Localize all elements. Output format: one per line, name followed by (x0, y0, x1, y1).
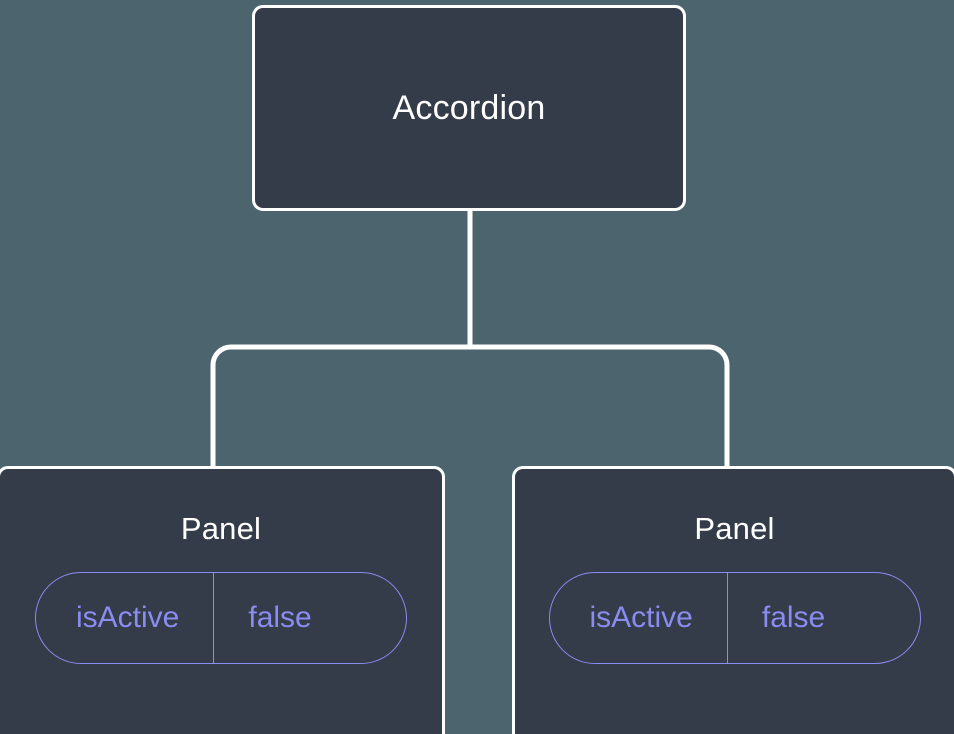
prop-key-isactive: isActive (589, 601, 693, 634)
prop-value-isactive: false (726, 573, 865, 663)
prop-pill-panel-1[interactable]: isActive false (35, 572, 407, 664)
connector-bus-right (470, 344, 730, 468)
node-accordion[interactable]: Accordion (252, 5, 686, 211)
prop-pill-panel-2[interactable]: isActive false (548, 572, 921, 664)
prop-value-isactive: false (213, 573, 351, 663)
node-accordion-label: Accordion (392, 89, 546, 127)
prop-key-isactive: isActive (76, 601, 180, 634)
node-panel-2-label: Panel (694, 511, 775, 546)
connector-bus-left (210, 344, 470, 468)
node-panel-1-label: Panel (180, 511, 262, 546)
node-panel-2[interactable]: Panel isActive false (512, 466, 954, 734)
node-panel-1[interactable]: Panel isActive false (0, 466, 445, 734)
